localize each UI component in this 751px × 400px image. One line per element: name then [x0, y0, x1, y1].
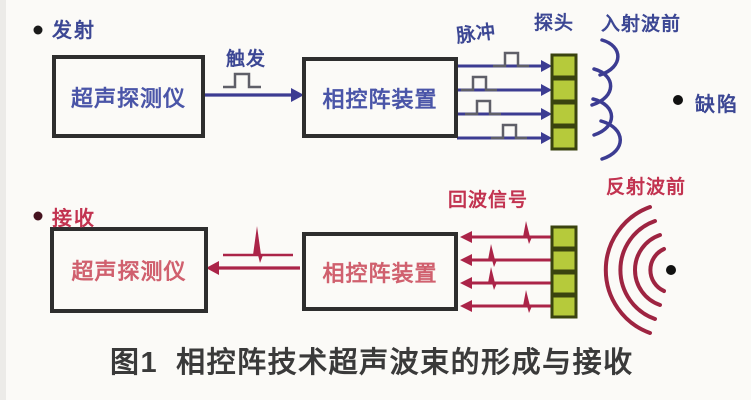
probe-label: 探头 [534, 13, 575, 34]
incident-wavefront-label: 入射波前 [601, 14, 682, 35]
receive-element-arrows [460, 231, 551, 312]
transmit-phased-array-box: 相控阵装置 [302, 57, 458, 138]
scan-artifact-band [0, 0, 6, 400]
probe-elements-transmit [550, 53, 578, 151]
transmit-mode-label: 发射 [52, 20, 96, 42]
transmit-element-arrows [457, 60, 552, 144]
defect-dot-bottom [666, 265, 676, 275]
probe-elements-receive [550, 225, 578, 319]
reflected-wavefront-label: 反射波前 [606, 177, 687, 198]
defect-label: 缺陷 [695, 94, 739, 116]
reflected-wavefront-arcs [603, 205, 666, 335]
receive-phased-array-box: 相控阵装置 [302, 232, 458, 311]
transmit-detector-box: 超声探测仪 [52, 55, 205, 138]
echo-signal-label: 回波信号 [448, 190, 529, 211]
trigger-pulse-glyph [223, 72, 261, 89]
defect-dot-top [673, 95, 683, 105]
figure-caption-title: 相控阵技术超声波束的形成与接收 [176, 347, 634, 379]
transmit-pulse-glyphs [461, 51, 529, 140]
echo-spike-glyphs [476, 221, 543, 313]
trigger-arrow [205, 88, 304, 102]
figure-caption: 图1 相控阵技术超声波束的形成与接收 [110, 339, 634, 381]
figure-caption-label: 图1 [110, 347, 159, 379]
receive-bullet-dot [33, 211, 43, 221]
pulse-label: 脉冲 [455, 21, 498, 48]
receive-main-arrow [206, 261, 300, 275]
receive-mode-label: 接收 [52, 208, 96, 230]
receive-main-spike-glyph [223, 226, 293, 263]
transmit-bullet-dot [33, 25, 43, 35]
incident-wavefront-arcs [590, 38, 622, 161]
trigger-label: 触发 [226, 49, 267, 70]
receive-detector-box: 超声探测仪 [50, 227, 208, 313]
